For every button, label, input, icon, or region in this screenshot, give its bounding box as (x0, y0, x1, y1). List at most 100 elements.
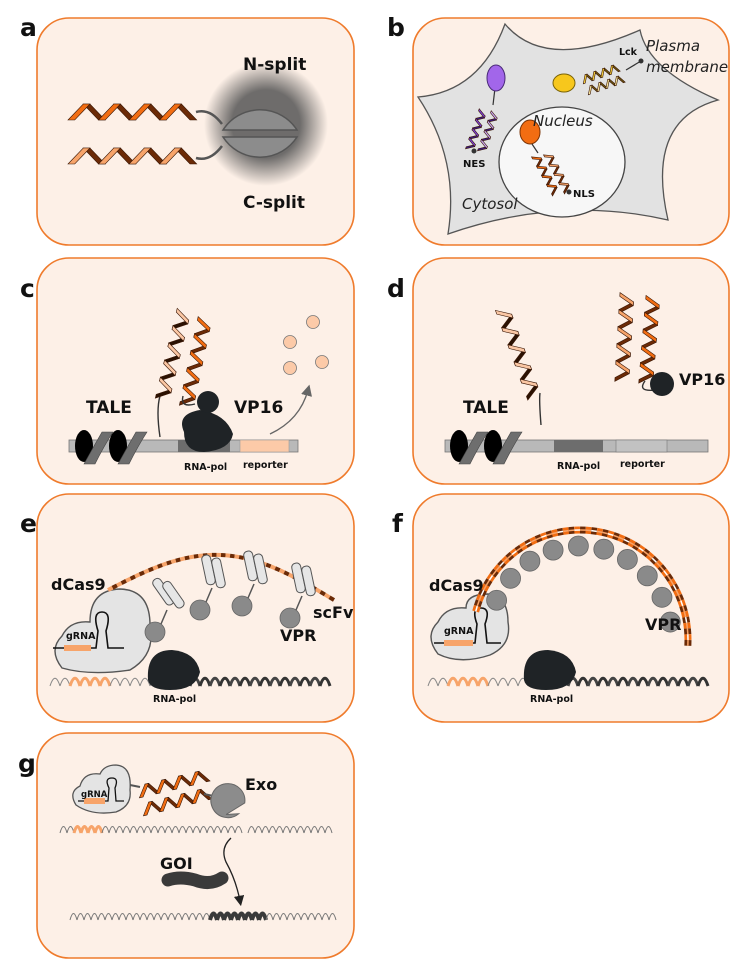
dna-strand-1 (88, 676, 102, 687)
dna-strand-1 (317, 826, 326, 834)
scaffold-segment (269, 564, 277, 571)
dna-strand-2 (296, 826, 305, 834)
helix-turn-front (197, 315, 211, 333)
dna-strand-2 (146, 913, 155, 921)
dna-repaired-strand (69, 911, 337, 921)
scaffold-stripe (488, 574, 494, 581)
dna-strand-2 (497, 677, 509, 687)
scaffold-stripe (683, 611, 687, 618)
scaffold-segment (278, 568, 286, 575)
helix-turn-front (615, 360, 630, 375)
helix-turn-front (189, 349, 204, 367)
expression-arrow (269, 384, 312, 435)
scaffold-segment (138, 570, 145, 577)
goi-fragment (161, 871, 229, 890)
dna-strand-1 (586, 676, 600, 687)
dna-strand-2 (118, 913, 127, 921)
nes-label: NES (463, 159, 485, 170)
scaffold-stripe (681, 605, 686, 612)
scaffold-stripe (628, 541, 635, 546)
helix-turn-front (159, 796, 170, 813)
helix-turn-front (547, 163, 560, 168)
dna-strand-2 (188, 913, 197, 921)
dna-strand-2 (238, 676, 252, 687)
dcas9-label: dCas9 (51, 575, 106, 594)
split-protein (221, 109, 299, 158)
helix-turn-front (468, 136, 476, 148)
dna-strand-1 (248, 676, 262, 687)
dna-strand-1 (626, 676, 640, 687)
scfv-linker (247, 583, 255, 599)
helix-turn-front (474, 117, 483, 129)
helix-turn-front (641, 345, 656, 360)
reporter-molecule (283, 335, 297, 349)
helix-turn-front (494, 309, 514, 319)
helix-turn-front (155, 778, 166, 795)
dcas9-body (54, 588, 152, 674)
panel-f: f gRNA RNA-pol dCas9 VPR (392, 493, 730, 723)
scaffold-segment (184, 555, 190, 561)
vp16-domain (650, 372, 674, 396)
nls-tag (566, 189, 572, 195)
grna-target (64, 645, 91, 651)
panel-f-label: f (392, 509, 404, 538)
dna-strand-1 (308, 676, 322, 687)
scaffold-segment (134, 572, 141, 579)
vpr-domain (636, 565, 658, 587)
helix-turn-front (535, 165, 548, 170)
scaffold-segment (111, 583, 118, 590)
c-split-half (221, 136, 299, 158)
dna-strand-2 (93, 825, 104, 834)
linker-bottom (195, 145, 223, 160)
dna-strand-2 (220, 826, 229, 834)
helix-light (614, 292, 634, 382)
dna-strand-2 (90, 913, 99, 921)
lck-linker (625, 60, 642, 71)
helix-turn-front (501, 327, 520, 336)
helix-turn-front (507, 344, 526, 353)
scaffold-stripe (476, 600, 480, 607)
reporter-molecule (283, 361, 297, 375)
dna-strand-1 (293, 913, 302, 921)
tale-back-lobe (484, 430, 502, 462)
scaffold-stripe (591, 529, 597, 533)
dna-strand-2 (676, 676, 690, 687)
scaffold-stripe (503, 557, 509, 563)
dna-strand-2 (318, 676, 332, 687)
helix-turn-front (175, 307, 190, 325)
nes-helix (465, 108, 486, 150)
vpr-scaffold (472, 526, 692, 646)
tale-linker (157, 395, 161, 438)
helix-orange (638, 294, 660, 384)
helix-turn-front (483, 129, 491, 140)
scaffold-stripe (666, 574, 672, 581)
dna-strand-2 (198, 676, 212, 687)
dna-strand-2 (268, 826, 277, 834)
nls-label: NLS (573, 189, 595, 200)
helix-turn-front (614, 75, 619, 87)
rna-pol-label: RNA-pol (153, 694, 196, 705)
scaffold-stripe (499, 561, 505, 567)
scaffold-segment (198, 553, 204, 558)
dna-strand-1 (275, 826, 284, 834)
helix-turn-front (193, 332, 207, 350)
helix-turn-front (600, 67, 605, 79)
grna-label: gRNA (66, 631, 96, 642)
dna-strand-2 (300, 913, 309, 921)
grna-strand (53, 611, 124, 649)
scaffold-stripe (672, 584, 677, 591)
panel-d: d VP16 TALE RNA-pol reporter (387, 257, 730, 485)
scaffold-segment (323, 592, 331, 600)
scfv-domain (211, 557, 226, 589)
vp16-label: VP16 (234, 398, 283, 418)
helix-turn-front (189, 770, 200, 787)
dna-strand-2 (576, 676, 590, 687)
dna-strand-1 (129, 826, 138, 834)
vpr-domain (659, 611, 681, 633)
scaffold-stripe (623, 538, 630, 543)
scaffold-segment (161, 561, 168, 567)
scaffold-stripe (546, 533, 553, 537)
n-split-label: N-split (243, 55, 306, 75)
helix-turn-front (530, 156, 543, 161)
dna-strand-1 (487, 677, 499, 687)
